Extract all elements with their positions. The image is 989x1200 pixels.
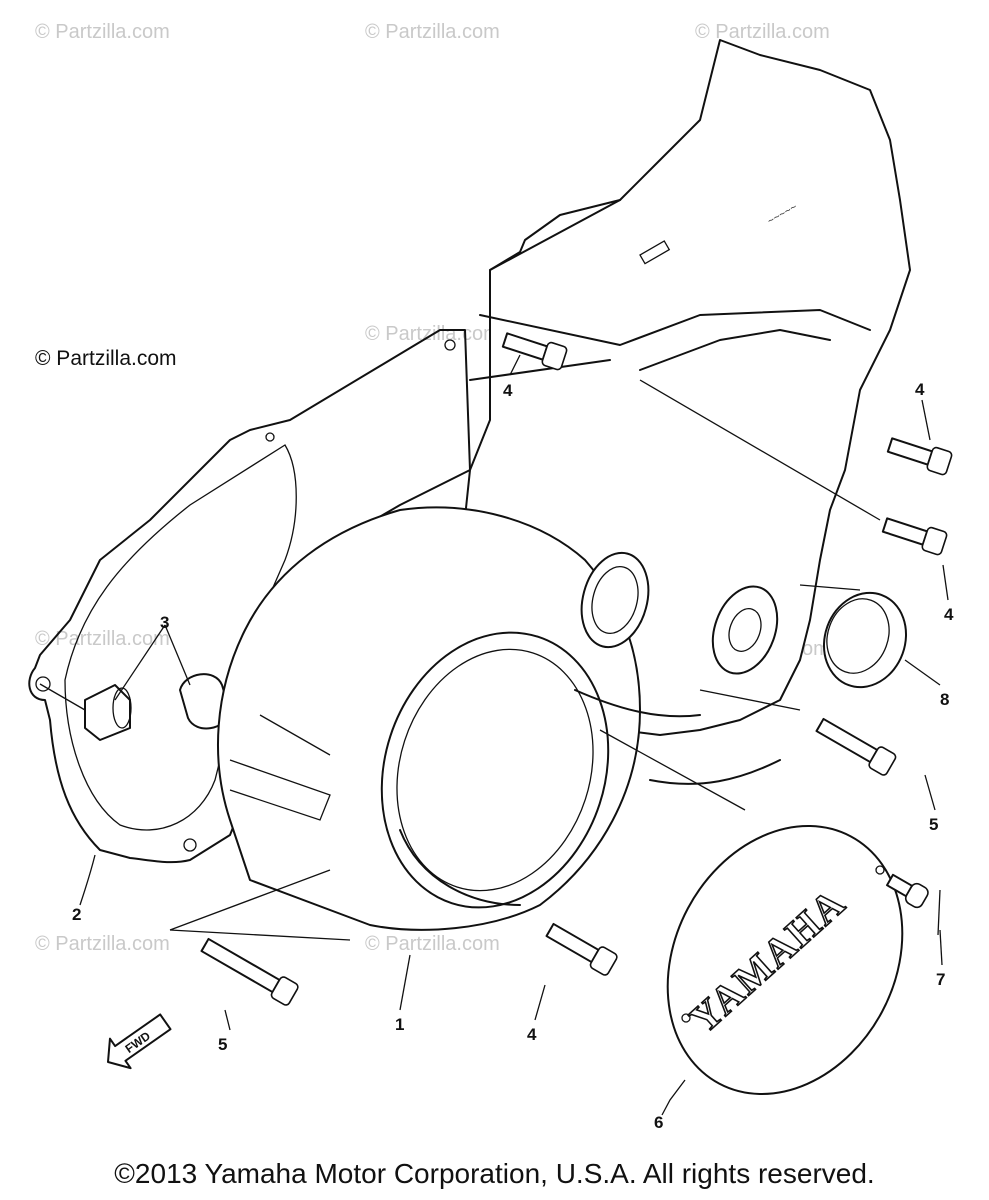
callout-4: 4: [503, 381, 513, 400]
callout-4: 4: [527, 1025, 537, 1044]
screw: [886, 437, 953, 476]
watermark: © Partzilla.com: [365, 933, 500, 955]
watermark: © Partzilla.com: [35, 21, 170, 43]
dowel-pins-part-3: [39, 624, 231, 741]
callout-3: 3: [160, 613, 169, 632]
gasket-part-2: [28, 329, 471, 864]
crankcase-cover-part-1: ~~~~~: [169, 39, 911, 941]
copyright-footer: ©2013 Yamaha Motor Corporation, U.S.A. A…: [114, 1158, 875, 1189]
callout-8: 8: [940, 690, 949, 709]
watermark: © Partzilla.com: [35, 628, 170, 650]
watermark-dark: © Partzilla.com: [35, 347, 177, 370]
screw: [815, 717, 897, 776]
screw: [545, 922, 618, 976]
callout-4: 4: [915, 380, 925, 399]
watermark: © Partzilla.com: [695, 21, 830, 43]
callout-1: 1: [395, 1015, 404, 1034]
fwd-arrow-icon: FWD: [107, 1013, 172, 1070]
plug-cap-part-8: [822, 591, 908, 689]
callout-5: 5: [929, 815, 938, 834]
callout-4: 4: [944, 605, 954, 624]
screw: [200, 937, 299, 1006]
callout-6: 6: [654, 1113, 663, 1132]
screw: [881, 517, 948, 556]
callout-labels: 1 2 3 4 4 4 4 5 5 6 7 8: [72, 380, 954, 1132]
screw: [501, 332, 568, 371]
callout-7: 7: [936, 970, 945, 989]
screw: [886, 873, 929, 909]
watermark: © Partzilla.com: [365, 21, 500, 43]
callout-leaders: [79, 354, 949, 1116]
callout-5: 5: [218, 1035, 227, 1054]
callout-2: 2: [72, 905, 81, 924]
watermark: © Partzilla.com: [35, 933, 170, 955]
outer-cover-part-6: YAMAHA: [666, 825, 904, 1095]
